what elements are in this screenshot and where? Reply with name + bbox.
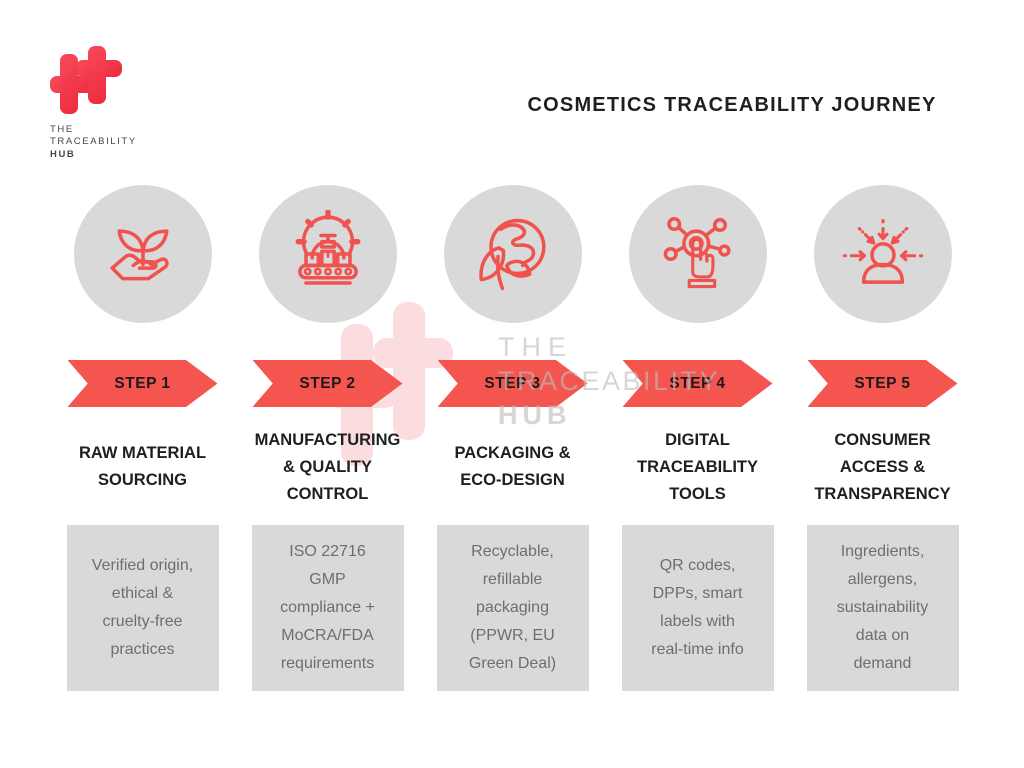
brand-logo: THE TRACEABILITY HUB <box>50 46 137 161</box>
brand-wordmark-line: THE <box>50 124 74 135</box>
brand-wordmark: THE TRACEABILITY HUB <box>50 124 137 161</box>
step-5-label: STEP 5 <box>854 374 911 392</box>
hand-holding-sprout-icon <box>109 229 169 281</box>
page-title: COSMETICS TRACEABILITY JOURNEY <box>527 94 937 116</box>
step-1-description: Verified origin, ethical & cruelty-free … <box>66 525 219 691</box>
step-2-heading: MANUFACTURING & QUALITY CONTROL <box>254 430 401 503</box>
globe-leaf-icon <box>478 218 546 291</box>
step-4-banner: STEP 4 <box>622 360 773 407</box>
step-column-4: STEP 4 DIGITAL TRACEABILITY TOOLS QR cod… <box>605 185 790 691</box>
step-column-5: STEP 5 CONSUMER ACCESS & TRANSPARENCY In… <box>790 185 975 691</box>
step-5-icon-circle <box>813 185 952 323</box>
step-2-label: STEP 2 <box>299 374 356 392</box>
step-column-2: STEP 2 MANUFACTURING & QUALITY CONTROL I… <box>235 185 420 691</box>
step-1-label: STEP 1 <box>114 374 171 392</box>
step-4-icon-circle <box>628 185 767 323</box>
step-3-description: Recyclable, refillable packaging (PPWR, … <box>436 525 589 691</box>
step-3-banner: STEP 3 <box>437 360 588 407</box>
step-2-description: ISO 22716 GMP compliance + MoCRA/FDA req… <box>251 525 404 691</box>
step-1-icon-circle <box>73 185 212 323</box>
step-4-heading: DIGITAL TRACEABILITY TOOLS <box>637 430 758 503</box>
step-4-description: QR codes, DPPs, smart labels with real-t… <box>621 525 774 691</box>
step-5-banner: STEP 5 <box>807 360 958 407</box>
step-5-description: Ingredients, allergens, sustainability d… <box>806 525 959 691</box>
network-touch-icon <box>663 217 731 289</box>
step-1-banner: STEP 1 <box>67 360 218 407</box>
step-4-label: STEP 4 <box>669 374 726 392</box>
step-5-heading: CONSUMER ACCESS & TRANSPARENCY <box>814 430 951 503</box>
logo-bar <box>60 54 78 114</box>
brand-wordmark-line: HUB <box>50 148 76 160</box>
traceability-hub-logo-icon <box>50 46 128 118</box>
step-3-heading: PACKAGING & ECO-DESIGN <box>454 444 571 489</box>
step-column-3: STEP 3 PACKAGING & ECO-DESIGN Recyclable… <box>420 185 605 691</box>
logo-bar <box>88 46 106 104</box>
steps-row: STEP 1 RAW MATERIAL SOURCING Verified or… <box>50 185 974 691</box>
step-2-banner: STEP 2 <box>252 360 403 407</box>
step-3-icon-circle <box>443 185 582 323</box>
person-attention-arrows-icon <box>842 219 923 284</box>
brand-wordmark-line: TRACEABILITY <box>50 136 137 148</box>
step-3-label: STEP 3 <box>484 374 541 392</box>
step-1-heading: RAW MATERIAL SOURCING <box>78 444 207 489</box>
factory-conveyor-gear-icon <box>294 210 361 285</box>
step-column-1: STEP 1 RAW MATERIAL SOURCING Verified or… <box>50 185 235 691</box>
step-2-icon-circle <box>258 185 397 323</box>
